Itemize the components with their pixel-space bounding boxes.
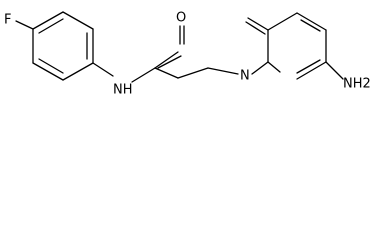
bond [32, 11, 64, 30]
bond-ring-n-c [251, 61, 269, 75]
bond [32, 62, 64, 81]
bond [267, 12, 298, 31]
bond [296, 61, 327, 80]
bond-ch2-ring-n [207, 67, 239, 75]
double-bond-inner [38, 18, 64, 34]
bond [62, 62, 94, 81]
bond-carbonyl-ch2 [154, 67, 179, 79]
bond-c-f [15, 20, 34, 30]
double-bond-inner [38, 58, 64, 74]
carbonyl-oxygen-label: O [176, 11, 186, 26]
pyridinone-ring [267, 12, 327, 80]
bond-ring-c-o [247, 17, 269, 31]
bond-carbonyl-o [157, 55, 182, 69]
bond-carbonyl-o [154, 51, 179, 69]
bond [296, 12, 327, 31]
amide-nh-label: NH [113, 83, 133, 98]
amide-linker [131, 25, 209, 83]
bond [267, 61, 281, 73]
amine-label: NH2 [343, 77, 371, 92]
bond-nh-carbonyl [131, 67, 156, 83]
fluorophenyl-ring [32, 11, 94, 81]
bond [62, 11, 94, 30]
ring-nitrogen-label: N [240, 69, 250, 84]
double-bond-inner [300, 19, 321, 32]
double-bond-inner [296, 59, 321, 74]
fluorine-atom-label: F [4, 13, 11, 28]
bond-c-amine [325, 61, 344, 80]
structural-formula: F O NH N NH2 [4, 11, 371, 98]
bond-ch2-carbonyl [177, 67, 209, 79]
bond-aryl-nh [92, 62, 114, 77]
bond-ring-c-o [245, 21, 266, 35]
